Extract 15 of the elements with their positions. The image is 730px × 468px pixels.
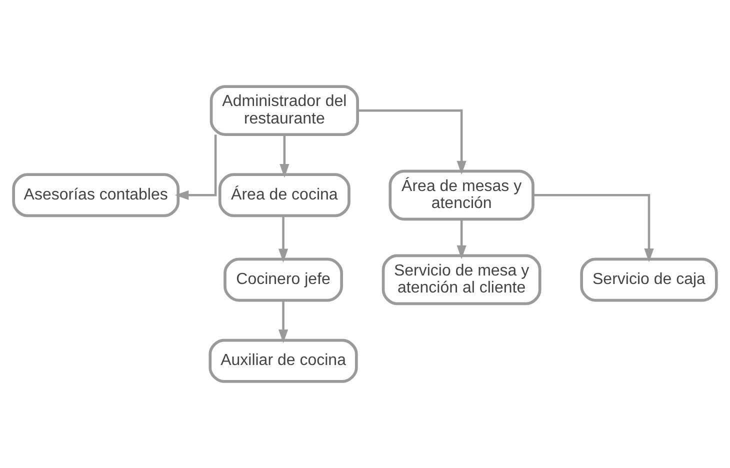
arrow bbox=[456, 219, 466, 260]
arrow bbox=[280, 134, 290, 178]
node-box: Servicio de mesa y atención al cliente bbox=[382, 254, 542, 306]
arrow bbox=[358, 109, 466, 175]
arrow bbox=[278, 300, 288, 344]
node-box: Auxiliar de cocina bbox=[208, 338, 358, 383]
arrow bbox=[278, 216, 288, 262]
node-box: Área de mesas y atención bbox=[388, 170, 534, 221]
node-box: Servicio de caja bbox=[580, 258, 718, 302]
node-box: Administrador del restaurante bbox=[210, 85, 359, 136]
node-box: Área de cocina bbox=[218, 173, 350, 218]
arrow bbox=[534, 194, 654, 262]
node-box: Cocinero jefe bbox=[224, 258, 343, 302]
arrow bbox=[174, 134, 217, 200]
node-box: Asesorías contables bbox=[12, 173, 180, 218]
